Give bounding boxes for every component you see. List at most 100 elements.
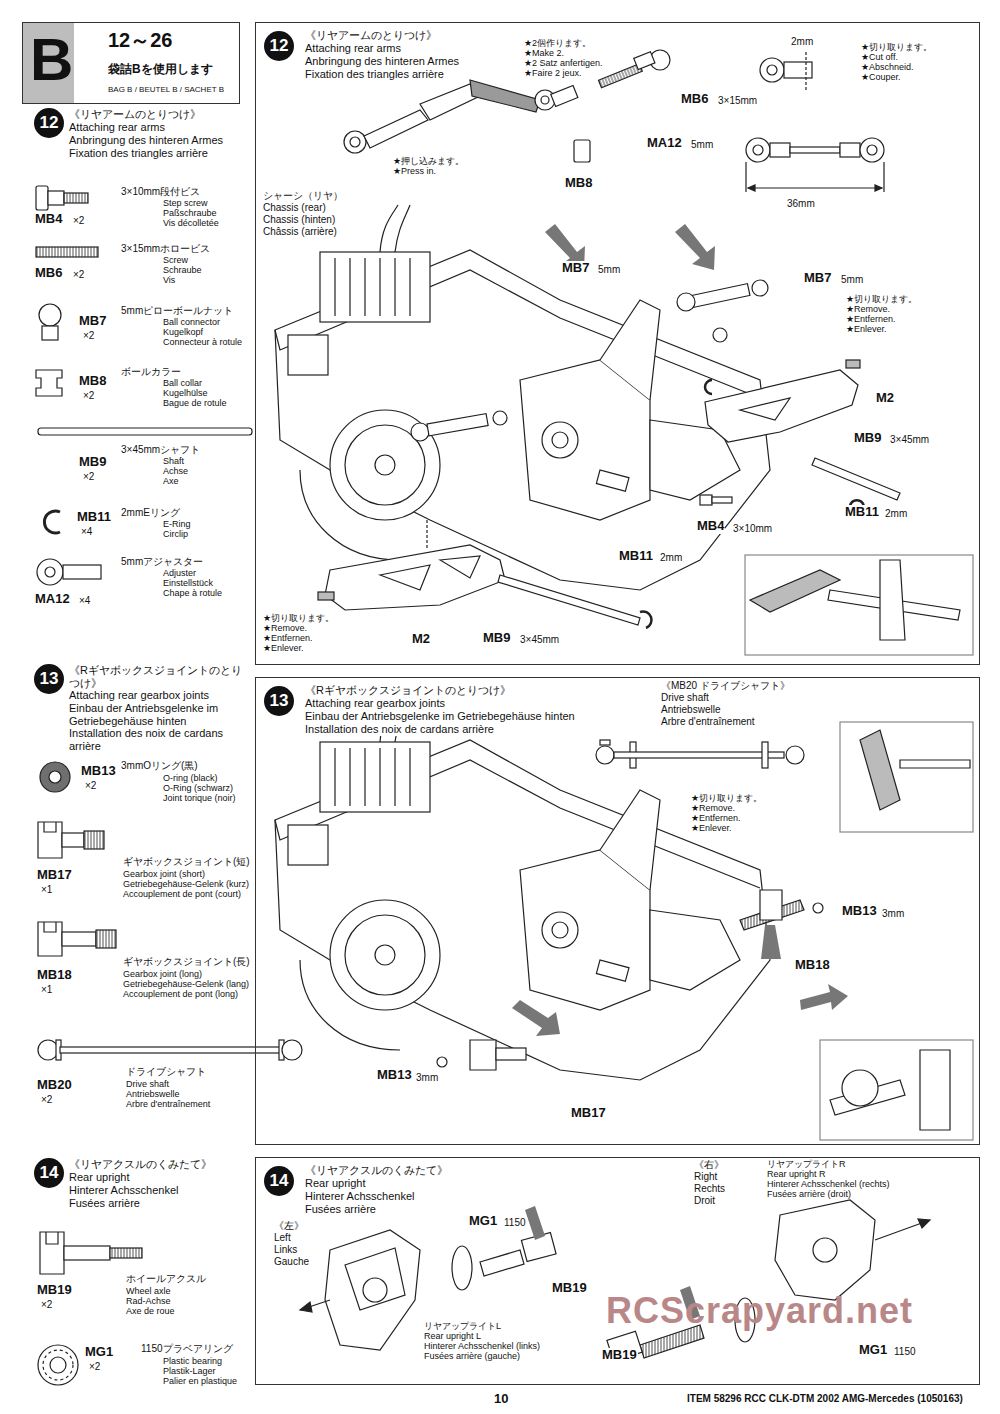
part-code: M2: [411, 632, 431, 647]
label-text: Gearbox joint (short): [122, 869, 206, 879]
label-text: Schraube: [162, 265, 203, 275]
label-text: Einbau der Antriebsgelenke im Getriebege…: [304, 710, 576, 723]
part-code: MA12: [34, 592, 71, 607]
label-text: 《リヤアクスルのくみたて》: [68, 1158, 213, 1171]
label-text: Axe: [162, 476, 180, 486]
label-text: 《Rギヤボックスジョイントのとりつけ》: [68, 664, 250, 689]
label-text: Kugelhülse: [162, 388, 209, 398]
label-text: Drive shaft: [660, 692, 710, 704]
part-code: MB9: [78, 455, 107, 470]
step-number: 12: [264, 31, 294, 61]
part-code: MB17: [570, 1106, 607, 1121]
part-code: MB7: [803, 271, 832, 286]
part-code: MB6: [34, 266, 63, 281]
label-text: Installation des noix de cardans arrière: [304, 723, 495, 736]
label-text: ★切り取ります。: [860, 42, 933, 52]
label-text: 3×10mm: [732, 523, 773, 535]
label-text: Right: [693, 1171, 718, 1183]
step-panel: 12《リヤアームのとりつけ》Attaching rear armsAnbring…: [255, 22, 980, 665]
label-text: Vis décolletée: [162, 218, 220, 228]
label-text: Hinterer Achsschenkel: [68, 1184, 179, 1197]
label-text: ホイールアクスル: [125, 1273, 207, 1285]
label-text: Antriebswelle: [125, 1089, 181, 1099]
part-code: MB6: [680, 92, 709, 107]
label-text: Accouplement de pont (court): [122, 889, 242, 899]
label-text: Chassis (rear): [262, 202, 327, 214]
label-text: 《右》: [693, 1159, 725, 1171]
part-code: MB9: [482, 631, 511, 646]
part-code: MB19: [601, 1348, 638, 1363]
label-text: ★2 Satz anfertigen.: [523, 58, 604, 68]
label-text: ×2: [40, 1094, 53, 1106]
label-text: 3×15mmホロービス: [120, 243, 211, 255]
label-text: E-Ring: [162, 519, 192, 529]
part-code: MB18: [794, 958, 831, 973]
label-text: ★2個作ります。: [523, 38, 592, 48]
footer-text: 10: [493, 1392, 509, 1407]
label-text: Rear upright R: [766, 1169, 827, 1179]
label-text: Screw: [162, 255, 189, 265]
label-text: O-ring (black): [162, 773, 219, 783]
label-text: ★Remove.: [845, 304, 891, 314]
label-text: Bague de rotule: [162, 398, 228, 408]
label-text: Attaching rear arms: [68, 121, 166, 134]
label-text: Drive shaft: [125, 1079, 170, 1089]
label-text: ×4: [78, 595, 91, 607]
label-text: ★Enlever.: [845, 324, 888, 334]
label-text: Getriebegehäuse-Gelenk (lang): [122, 979, 250, 989]
label-text: 5mmアジャスター: [120, 556, 204, 568]
label-text: Ball collar: [162, 378, 203, 388]
part-code: MB4: [34, 212, 63, 227]
label-text: ★切り取ります。: [262, 613, 335, 623]
part-code: MG1: [84, 1345, 114, 1360]
label-text: Attaching rear gearbox joints: [304, 697, 446, 710]
part-code: MB4: [696, 519, 725, 534]
label-text: Rear upright: [304, 1177, 367, 1190]
label-text: 2mm: [884, 508, 908, 520]
label-text: Arbre d'entraînement: [660, 716, 756, 728]
label-text: ★Enlever.: [690, 823, 733, 833]
label-text: Vis: [162, 275, 176, 285]
label-text: 2mm: [659, 552, 683, 564]
label-text: ★Make 2.: [523, 48, 565, 58]
label-text: ★Entfernen.: [262, 633, 314, 643]
label-text: Left: [273, 1232, 292, 1244]
step-number: 13: [264, 686, 294, 716]
footer-text: B: [29, 25, 74, 94]
label-text: Links: [273, 1244, 298, 1256]
label-text: Wheel axle: [125, 1286, 172, 1296]
label-text: ×1: [40, 984, 53, 996]
part-code: MG1: [468, 1214, 498, 1229]
part-code: MB7: [78, 314, 107, 329]
part-code: MB8: [78, 374, 107, 389]
label-text: 3mm: [415, 1072, 439, 1084]
label-text: Arbre d'entraînement: [125, 1099, 211, 1109]
label-text: Connecteur à rotule: [162, 337, 243, 347]
label-text: Ball connector: [162, 317, 221, 327]
label-text: BAG B / BEUTEL B / SACHET B: [107, 85, 225, 94]
label-text: Hinterer Achsschenkel: [304, 1190, 415, 1203]
label-text: Joint torique (noir): [162, 793, 237, 803]
label-text: ★Faire 2 jeux.: [523, 68, 583, 78]
label-text: 2mmEリング: [120, 507, 181, 519]
label-text: Einbau der Antriebsgelenke im Getriebege…: [68, 702, 250, 727]
label-text: Circlip: [162, 529, 189, 539]
label-text: Rad-Achse: [125, 1296, 172, 1306]
label-text: Châssis (arrière): [262, 226, 338, 238]
part-code: MG1: [858, 1343, 888, 1358]
step-number: 14: [34, 1158, 64, 1188]
label-text: Antriebswelle: [660, 704, 721, 716]
label-text: 1150プラベアリング: [140, 1343, 234, 1355]
label-text: ×2: [82, 330, 95, 342]
label-text: ×1: [40, 884, 53, 896]
part-code: MB18: [36, 968, 73, 983]
label-text: ★Enlever.: [262, 643, 305, 653]
label-text: 5mm: [597, 264, 621, 276]
part-code: MB13: [376, 1068, 413, 1083]
label-text: シャーシ（リヤ）: [262, 190, 344, 202]
label-text: Rechts: [693, 1183, 726, 1195]
label-text: ★Remove.: [262, 623, 308, 633]
label-text: Getriebegehäuse-Gelenk (kurz): [122, 879, 250, 889]
part-code: MB8: [564, 176, 593, 191]
label-text: Hinterer Achsschenkel (links): [423, 1341, 541, 1351]
